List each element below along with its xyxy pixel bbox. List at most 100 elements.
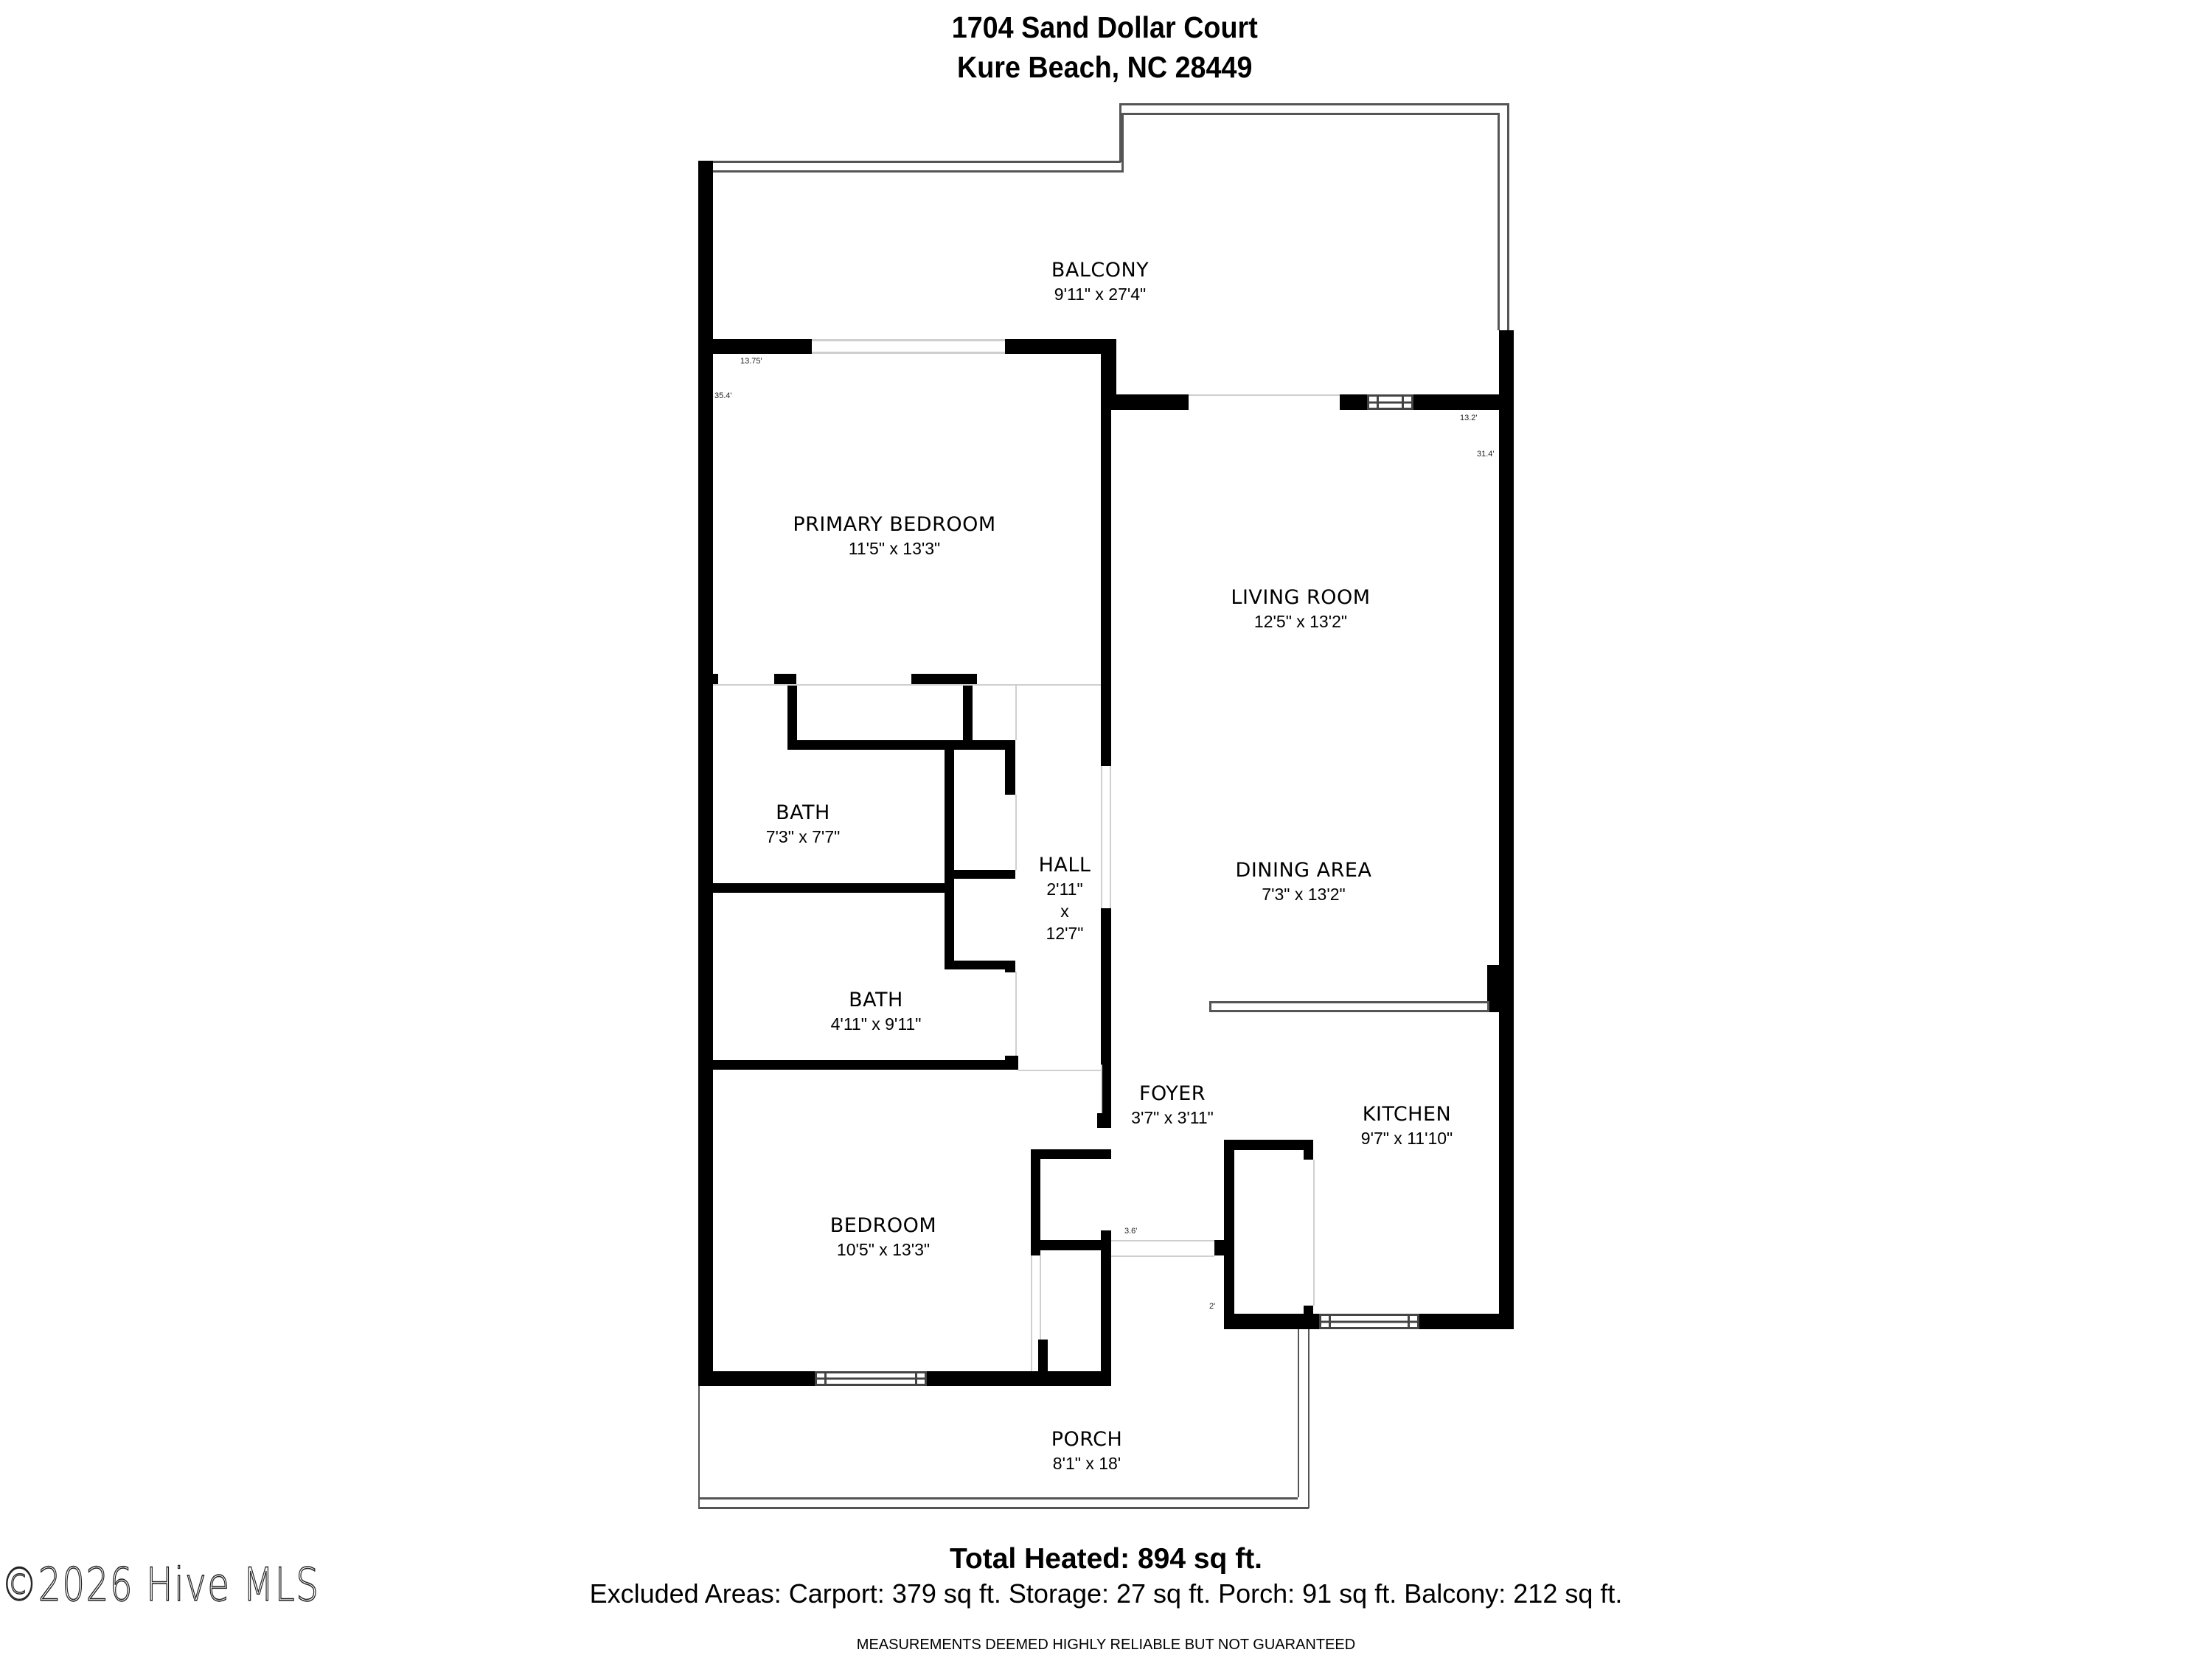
door-opening-line — [1040, 1255, 1041, 1340]
kitchen-window — [1319, 1314, 1419, 1329]
door-opening-line — [1015, 684, 1017, 740]
balcony-inner-step-rail-line — [1121, 113, 1124, 173]
wall-segment — [1304, 1150, 1313, 1160]
wall-segment — [1419, 1314, 1514, 1329]
room-name: BATH — [776, 801, 830, 824]
door-opening-line — [1313, 1160, 1315, 1306]
door-opening-line — [1015, 795, 1017, 870]
wall-segment — [1340, 394, 1499, 410]
door-opening-line — [1111, 1240, 1214, 1241]
door-opening-line — [1031, 1255, 1032, 1371]
wall-segment — [713, 1371, 815, 1386]
wall-segment — [713, 674, 718, 684]
balcony-outer-step-rail-line — [1119, 103, 1121, 162]
measurement-label: 3.6' — [1124, 1227, 1138, 1236]
measurement-label: 2' — [1209, 1302, 1216, 1311]
door-opening-line — [1110, 766, 1111, 908]
room-dimensions: 7'3" x 13'2" — [1262, 885, 1346, 904]
door-opening-line — [1111, 1255, 1214, 1257]
address-line-city: Kure Beach, NC 28449 — [957, 50, 1253, 84]
wall-segment — [1101, 1230, 1111, 1250]
wall-segment — [698, 161, 713, 1386]
wall-segment — [1224, 1150, 1234, 1329]
porch-bottom-inner-rail-line — [698, 1497, 1298, 1499]
porch-bottom-outer-rail-line — [698, 1507, 1309, 1509]
room-name: BEDROOM — [830, 1214, 937, 1237]
wall-segment — [1101, 1250, 1111, 1386]
room-balcony: BALCONY 9'11" x 27'4" — [1051, 258, 1149, 305]
wall-segment — [1031, 1159, 1040, 1255]
room-dimensions: 3'7" x 3'11" — [1131, 1108, 1214, 1127]
wall-segment — [1499, 330, 1514, 1329]
room-dimensions: 7'3" x 7'7" — [765, 827, 841, 846]
room-name: PRIMARY BEDROOM — [793, 513, 996, 536]
wall-segment — [1005, 1056, 1018, 1070]
window-jamb — [915, 1373, 917, 1384]
address-line-street: 1704 Sand Dollar Court — [951, 10, 1258, 44]
porch-right-outer-rail-line — [1308, 1329, 1310, 1508]
wall-segment — [1005, 339, 1116, 354]
wall-segment — [945, 961, 1015, 969]
wall-segment — [1101, 394, 1189, 410]
porch-left-rail-line — [698, 1386, 700, 1508]
wall-segment — [1101, 410, 1111, 766]
room-name: DINING AREA — [1235, 859, 1372, 882]
door-opening-line — [1015, 972, 1017, 1056]
room-name: PORCH — [1051, 1428, 1123, 1451]
door-opening-line — [812, 339, 1005, 341]
room-dimensions: 4'11" x 9'11" — [830, 1014, 922, 1034]
room-name: KITCHEN — [1362, 1103, 1452, 1126]
window-jamb — [1402, 397, 1404, 408]
measurement-label: 31.4' — [1477, 450, 1495, 459]
wall-segment — [911, 674, 977, 684]
total-heated-area: Total Heated: 894 sq ft. — [949, 1543, 1263, 1575]
measurement-disclaimer: MEASUREMENTS DEEMED HIGHLY RELIABLE BUT … — [856, 1637, 1356, 1653]
balcony-inner-top-left-rail-line — [713, 170, 1123, 173]
wall-segment — [1224, 1140, 1313, 1150]
wall-segment — [1005, 740, 1015, 795]
measurement-label: 35.4' — [714, 391, 732, 400]
room-dimensions: 11'5" x 13'3" — [848, 539, 941, 558]
wall-segment — [1005, 961, 1015, 972]
measurement-label: 13.2' — [1460, 414, 1478, 422]
window-jamb — [1377, 397, 1379, 408]
door-opening-line — [1101, 766, 1102, 908]
counter-outline — [1209, 1001, 1489, 1012]
wall-segment — [713, 339, 812, 354]
wall-segment — [787, 740, 1015, 750]
balcony-outer-top-left-rail-line — [713, 161, 1121, 163]
balcony-inner-top-rail-line — [1121, 113, 1499, 115]
room-kitchen: KITCHEN 9'7" x 11'10" — [1361, 1102, 1453, 1149]
excluded-areas: Excluded Areas: Carport: 379 sq ft. Stor… — [589, 1578, 1623, 1609]
balcony-outer-right-rail-line — [1507, 103, 1509, 330]
window-jamb — [1408, 1316, 1410, 1327]
room-name: FOYER — [1138, 1082, 1206, 1105]
wall-segment — [713, 1060, 1015, 1070]
wall-segment — [1487, 965, 1499, 1012]
room-hall: HALL 2'11" x 12'7" — [1039, 853, 1091, 944]
door-opening-line — [1189, 394, 1340, 396]
bedroom-window — [815, 1371, 927, 1386]
wall-segment — [1097, 1113, 1111, 1128]
door-opening-line — [812, 352, 1005, 354]
wall-segment — [1101, 908, 1111, 1117]
balcony-inner-right-rail-line — [1498, 113, 1500, 330]
wall-segment — [713, 883, 945, 893]
room-name: LIVING ROOM — [1231, 586, 1371, 609]
balcony-outer-top-rail-line — [1119, 103, 1509, 105]
room-name: BALCONY — [1051, 259, 1150, 282]
room-dimensions: 9'11" x 27'4" — [1054, 285, 1147, 304]
porch-right-inner-rail-line — [1298, 1329, 1299, 1497]
wall-segment — [1224, 1314, 1319, 1329]
wall-segment — [774, 674, 796, 684]
measurement-label: 13.75' — [740, 357, 762, 366]
room-bath-2: BATH 4'11" x 9'11" — [831, 988, 922, 1035]
wall-segment — [1031, 1240, 1111, 1250]
room-primary-bedroom: PRIMARY BEDROOM 11'5" x 13'3" — [793, 512, 995, 560]
wall-segment — [1101, 339, 1116, 410]
wall-segment — [945, 893, 954, 969]
wall-segment — [963, 684, 973, 750]
wall-segment — [787, 684, 797, 750]
room-name: BATH — [849, 989, 903, 1011]
window-jamb — [1329, 1316, 1331, 1327]
